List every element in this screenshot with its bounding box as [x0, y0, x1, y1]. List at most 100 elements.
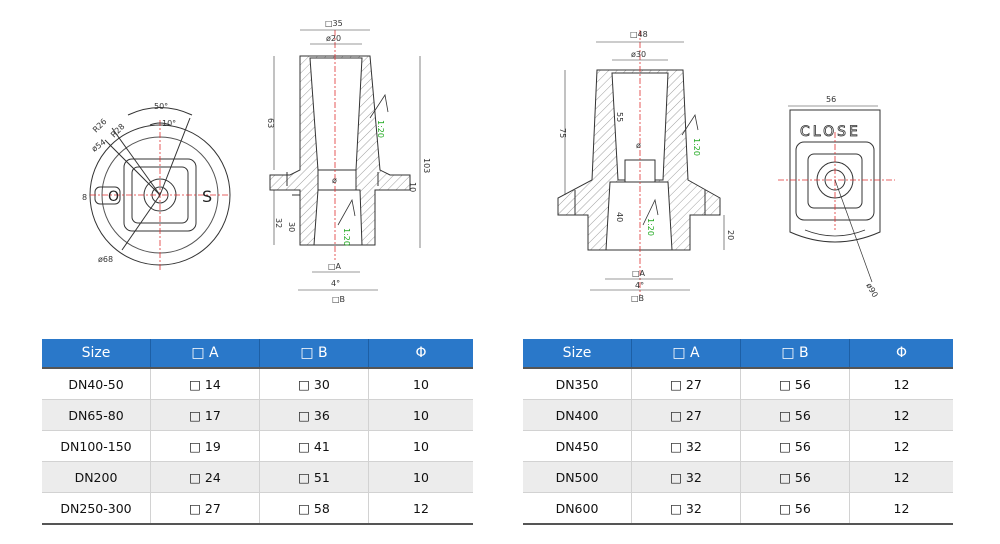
cell-phi: 12	[849, 368, 953, 400]
label-four-right: 4°	[635, 281, 644, 290]
cell-a: □ 27	[631, 368, 741, 400]
table-row: DN65-80 □ 17 □ 36 10	[42, 399, 473, 431]
header-size: Size	[42, 339, 151, 369]
table-row: DN450 □ 32 □ 56 12	[523, 430, 953, 462]
cell-a: □ 24	[150, 461, 260, 493]
label-h30: 30	[287, 222, 296, 232]
label-sq48: □48	[630, 30, 648, 39]
cell-phi: 12	[849, 461, 953, 493]
label-angle-50: 50°	[154, 102, 168, 111]
table-row: DN40-50 □ 14 □ 30 10	[42, 368, 473, 400]
cell-size: DN350	[523, 368, 632, 400]
cell-phi: 10	[368, 461, 473, 493]
cell-b: □ 51	[259, 461, 369, 493]
cell-size: DN40-50	[42, 368, 151, 400]
cell-size: DN65-80	[42, 399, 151, 431]
header-size: Size	[523, 339, 632, 369]
middle-section-view	[269, 29, 421, 291]
label-h10: 10	[408, 182, 417, 192]
cell-size: DN450	[523, 430, 632, 462]
cell-size: DN400	[523, 399, 632, 431]
label-phi-mid: ø	[332, 176, 337, 185]
cell-b: □ 56	[740, 399, 850, 431]
header-sq-b: □ B	[259, 339, 369, 369]
label-s: S	[202, 187, 212, 206]
label-sqB-mid: □B	[332, 295, 345, 304]
header-sq-a: □ A	[631, 339, 741, 369]
table-header-row: Size □ A □ B Φ	[42, 339, 473, 369]
header-sq-b: □ B	[740, 339, 850, 369]
label-h20: 20	[726, 230, 735, 240]
front-circle-view	[89, 107, 231, 270]
cell-b: □ 56	[740, 461, 850, 493]
label-eight: 8	[82, 193, 87, 202]
cell-size: DN500	[523, 461, 632, 493]
cell-size: DN600	[523, 492, 632, 525]
cell-a: □ 19	[150, 430, 260, 462]
label-angle-10: 10°	[162, 119, 176, 128]
table-row: DN500 □ 32 □ 56 12	[523, 461, 953, 493]
cell-b: □ 30	[259, 368, 369, 400]
label-h32: 32	[274, 218, 283, 228]
cell-phi: 12	[849, 430, 953, 462]
cell-a: □ 32	[631, 492, 741, 525]
label-sq35: □35	[325, 19, 343, 28]
cell-size: DN250-300	[42, 492, 151, 525]
size-table-right: Size □ A □ B Φ DN350 □ 27 □ 56 12 DN400 …	[523, 339, 953, 525]
table-row: DN600 □ 32 □ 56 12	[523, 492, 953, 525]
label-d20: ø20	[326, 34, 341, 43]
label-o: O	[108, 189, 119, 205]
cell-a: □ 14	[150, 368, 260, 400]
cell-phi: 10	[368, 399, 473, 431]
label-h75: 75	[558, 128, 567, 138]
cell-b: □ 36	[259, 399, 369, 431]
label-h40: 40	[615, 212, 624, 222]
label-d68: ø68	[98, 255, 113, 264]
right-section-view	[557, 30, 725, 295]
cell-a: □ 27	[150, 492, 260, 525]
label-r26: R26	[91, 117, 109, 135]
label-sqA-mid: □A	[328, 262, 342, 271]
cell-phi: 12	[849, 492, 953, 525]
cell-size: DN100-150	[42, 430, 151, 462]
label-sqB-right: □B	[631, 294, 644, 303]
label-d30: ø30	[631, 50, 646, 59]
label-h103: 103	[422, 158, 431, 173]
label-w56: 56	[826, 95, 836, 104]
cell-a: □ 17	[150, 399, 260, 431]
header-phi: Φ	[368, 339, 473, 369]
table-row: DN400 □ 27 □ 56 12	[523, 399, 953, 431]
table-row: DN100-150 □ 19 □ 41 10	[42, 430, 473, 462]
label-taper-right-2: 1:20	[646, 218, 655, 236]
label-phi-right: ø	[636, 141, 641, 150]
size-table-left: Size □ A □ B Φ DN40-50 □ 14 □ 30 10 DN65…	[42, 339, 473, 525]
table-header-row: Size □ A □ B Φ	[523, 339, 953, 369]
cell-b: □ 56	[740, 430, 850, 462]
label-close: CLOSE	[800, 124, 861, 140]
cell-b: □ 58	[259, 492, 369, 525]
label-d90: ø90	[864, 282, 879, 300]
label-taper-mid-2: 1:20	[342, 228, 351, 246]
cell-b: □ 56	[740, 368, 850, 400]
label-taper-right-1: 1:20	[692, 138, 701, 156]
header-sq-a: □ A	[150, 339, 260, 369]
cell-size: DN200	[42, 461, 151, 493]
label-taper-mid-1: 1:20	[376, 120, 385, 138]
cell-a: □ 27	[631, 399, 741, 431]
top-view	[778, 105, 895, 283]
cell-phi: 10	[368, 430, 473, 462]
label-sqA-right: □A	[632, 269, 646, 278]
label-r28: R28	[109, 122, 127, 140]
cell-phi: 10	[368, 368, 473, 400]
label-four-mid: 4°	[331, 279, 340, 288]
label-h55: 55	[615, 112, 624, 122]
cell-a: □ 32	[631, 461, 741, 493]
header-phi: Φ	[849, 339, 953, 369]
cell-phi: 12	[849, 399, 953, 431]
cell-b: □ 56	[740, 492, 850, 525]
cell-phi: 12	[368, 492, 473, 525]
table-row: DN200 □ 24 □ 51 10	[42, 461, 473, 493]
label-h63: 63	[266, 118, 275, 128]
table-row: DN350 □ 27 □ 56 12	[523, 368, 953, 400]
table-row: DN250-300 □ 27 □ 58 12	[42, 492, 473, 525]
